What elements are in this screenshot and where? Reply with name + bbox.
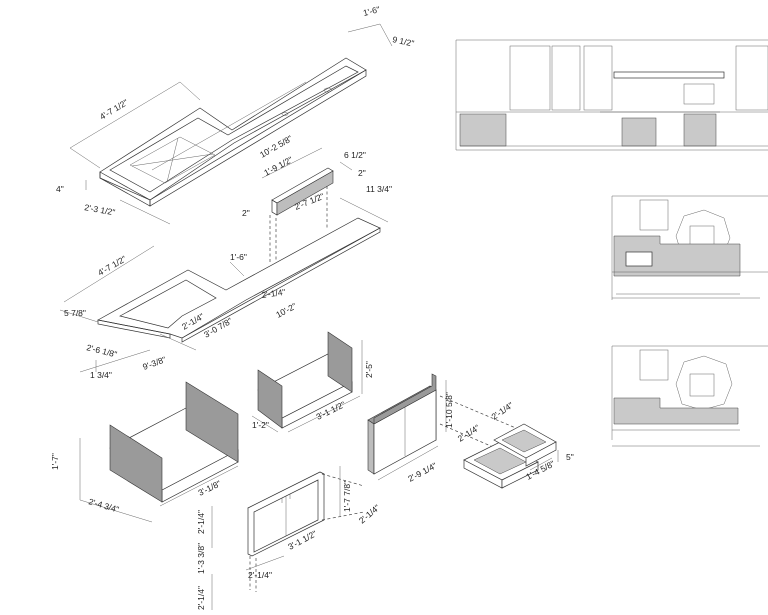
dim-slab-i: 2'-6 1/8" xyxy=(86,342,119,359)
dim-cab-low-a: 2'-1/4" xyxy=(196,510,206,534)
dim-base-small-h: 2'-5" xyxy=(364,361,374,378)
dim-slab-c: 1'-6" xyxy=(230,252,247,262)
dim-slab-a: 11 3/4" xyxy=(366,184,392,194)
dim-cab-low-f: 2'-1/4" xyxy=(196,586,206,610)
dim-panel-d: 2" xyxy=(242,208,250,218)
dim-slab-k: 1 3/4" xyxy=(90,370,112,380)
dim-top-h: 4" xyxy=(56,184,64,194)
dim-slab-d: 2'-1/4" xyxy=(261,287,286,300)
dim-base-large-h: 1'-7" xyxy=(50,453,60,470)
dim-cab-low-d: 2'-1/4" xyxy=(357,502,382,525)
dim-cab-tall-w: 2'-9 1/4" xyxy=(406,460,438,483)
dim-base-small-w: 1'-2" xyxy=(252,420,269,430)
dim-panel-a: 1'-9 1/2" xyxy=(262,154,294,177)
dim-top-dep: 2'-3 1/2" xyxy=(84,202,116,217)
dim-slab-b: 4'-7 1/2" xyxy=(96,254,128,278)
dim-top-w1: 1'-6" xyxy=(362,4,381,18)
iso-top-counter xyxy=(69,23,393,225)
dim-top-w2: 9 1/2" xyxy=(392,34,416,48)
dim-drawer-c: 5" xyxy=(566,452,574,462)
dim-panel-c: 2" xyxy=(358,168,366,178)
dim-drawer-a: 2'-1/4" xyxy=(490,400,516,422)
dim-cab-low-b: 1'-3 3/8" xyxy=(196,543,206,574)
iso-cabinet-low xyxy=(211,466,365,610)
iso-cabinet-tall xyxy=(367,373,531,481)
dim-slab-j: 9'-3/8" xyxy=(141,354,167,372)
dim-top-length: 4'-7 1/2" xyxy=(98,97,130,122)
dim-slab-f: 5 7/8" xyxy=(64,308,86,318)
iso-base-small xyxy=(251,331,363,433)
iso-slab xyxy=(59,197,389,373)
iso-back-panel xyxy=(261,147,353,262)
iso-drawers xyxy=(463,423,559,489)
dim-slab-e: 10'-2" xyxy=(274,301,298,320)
plan-lower xyxy=(611,345,768,447)
iso-base-large xyxy=(79,381,239,523)
dim-panel-b: 6 1/2" xyxy=(344,150,366,160)
plan-upper xyxy=(611,195,768,300)
dim-cab-tall-h: 1'-10 5/8" xyxy=(444,392,454,428)
dim-cab-low-h: 1'-7 7/8" xyxy=(342,481,352,512)
dim-base-large-w: 2'-4 3/4" xyxy=(87,496,120,514)
dim-cab-low-e: 2'-1/4" xyxy=(248,570,272,580)
elevation-front xyxy=(455,39,768,151)
iso-top-counter-dims: 4'-7 1/2" 1'-6" 9 1/2" 10'-2 5/8" 4" 2'-… xyxy=(56,4,415,217)
